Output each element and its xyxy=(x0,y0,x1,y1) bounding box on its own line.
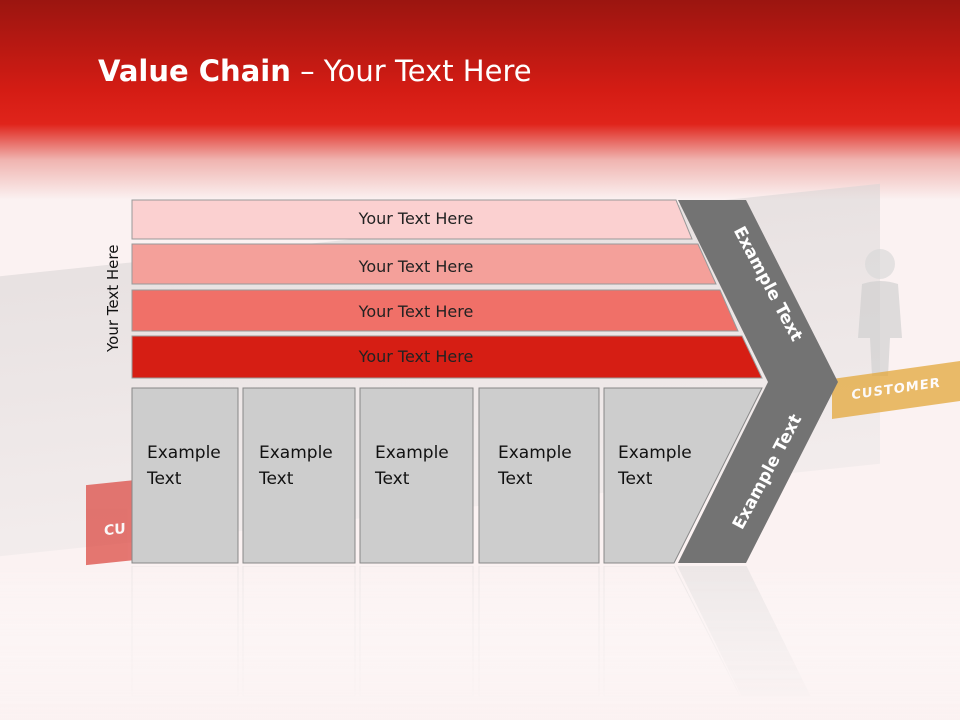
bar-4 xyxy=(131,335,763,379)
column-4-line1: Example xyxy=(498,443,572,463)
column-4-line2: Text xyxy=(498,469,533,489)
page-title: Value Chain – Your Text Here xyxy=(98,54,532,88)
person-figure-icon xyxy=(858,249,902,376)
column-2 xyxy=(242,387,356,564)
column-3-line1: Example xyxy=(375,443,449,463)
column-3-line2: Text xyxy=(375,469,410,489)
diagram-reflection xyxy=(0,566,960,720)
column-2-line2: Text xyxy=(259,469,294,489)
bar-3 xyxy=(131,289,739,332)
column-5-line1: Example xyxy=(618,443,692,463)
column-1-line1: Example xyxy=(147,443,221,463)
bar-2-label: Your Text Here xyxy=(358,257,474,276)
column-5 xyxy=(603,387,763,564)
column-3 xyxy=(359,387,474,564)
bar-1 xyxy=(131,199,693,240)
bar-1-label: Your Text Here xyxy=(358,209,474,228)
bar-3-label: Your Text Here xyxy=(358,302,474,321)
column-1 xyxy=(131,387,239,564)
column-5-line2: Text xyxy=(618,469,653,489)
bar-4-label: Your Text Here xyxy=(358,347,474,366)
chevron-arrow xyxy=(678,200,838,563)
header-banner xyxy=(0,0,960,200)
title-rest: – Your Text Here xyxy=(290,54,532,88)
column-2-line1: Example xyxy=(259,443,333,463)
column-1-line2: Text xyxy=(147,469,182,489)
bar-2 xyxy=(131,243,717,285)
title-bold: Value Chain xyxy=(98,54,291,88)
column-4 xyxy=(478,387,600,564)
